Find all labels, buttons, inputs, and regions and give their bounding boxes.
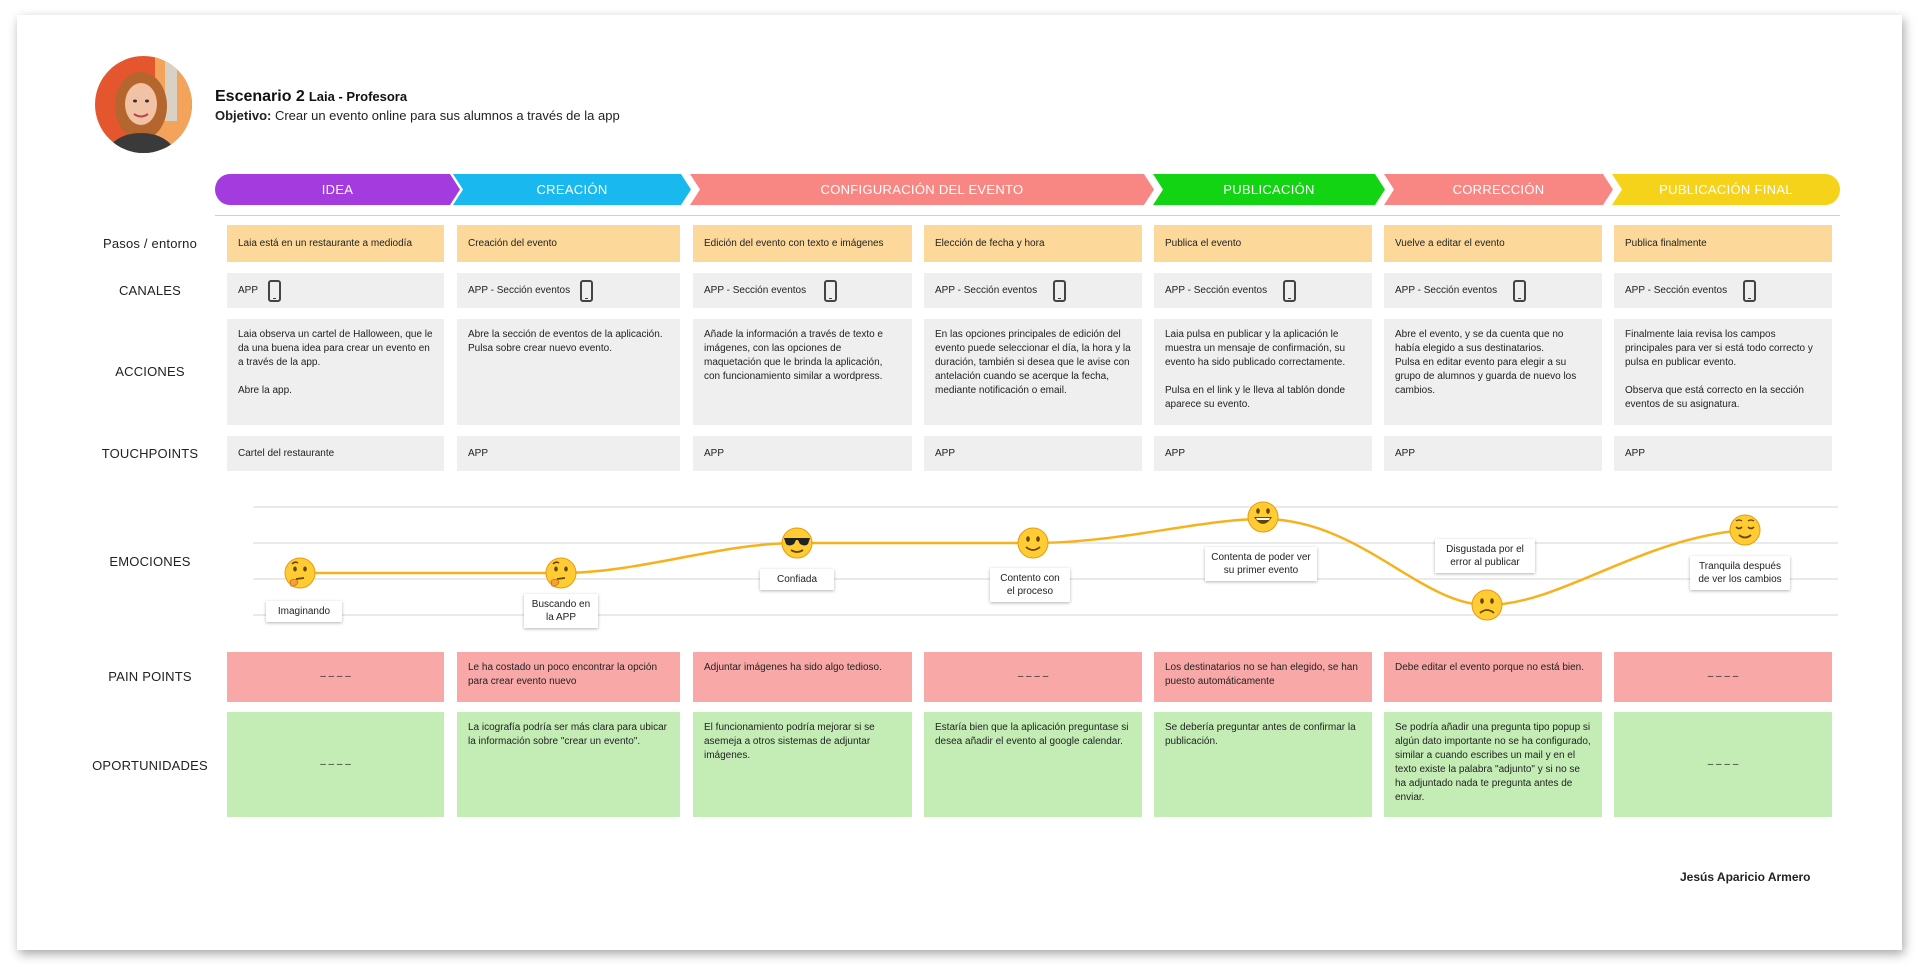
channel-cell: APP - Sección eventos [924, 273, 1142, 308]
row-label-touchpoints: TOUCHPOINTS [101, 446, 199, 461]
smartphone-icon [580, 279, 594, 302]
step-cell: Edición del evento con texto e imágenes [693, 225, 912, 262]
action-cell: Abre la sección de eventos de la aplicac… [457, 319, 680, 425]
frowning-face-icon [1471, 589, 1503, 621]
channel-cell: APP - Sección eventos [693, 273, 912, 308]
phase-creacion: CREACIÓN [453, 174, 691, 205]
author-name: Jesús Aparicio Armero [1680, 870, 1811, 884]
row-label-steps: Pasos / entorno [102, 236, 198, 251]
action-cell: Abre el evento, y se da cuenta que no ha… [1384, 319, 1602, 425]
touchpoint-cell: APP [1614, 436, 1832, 471]
smartphone-icon [824, 279, 838, 302]
opportunity-cell: Se podría añadir una pregunta tipo popup… [1384, 712, 1602, 817]
emotion-label: Disgustada por el error al publicar [1435, 539, 1535, 573]
smartphone-icon [1513, 279, 1527, 302]
step-cell: Vuelve a editar el evento [1384, 225, 1602, 262]
step-cell: Elección de fecha y hora [924, 225, 1142, 262]
thinking-face-icon [545, 557, 577, 589]
pain-point-cell: – – – – [1614, 652, 1832, 702]
sunglasses-face-icon [781, 527, 813, 559]
touchpoint-cell: APP [1154, 436, 1372, 471]
phase-publicacion-final: PUBLICACIÓN FINAL [1612, 174, 1840, 205]
channel-cell: APP - Sección eventos [457, 273, 680, 308]
row-label-opportunities: OPORTUNIDADES [92, 758, 208, 773]
channel-cell: APP - Sección eventos [1614, 273, 1832, 308]
relieved-face-icon [1729, 514, 1761, 546]
smartphone-icon [268, 279, 282, 302]
scenario-objective: Objetivo: Crear un evento online para su… [215, 108, 620, 123]
persona-avatar [95, 56, 192, 153]
row-label-pain-points: PAIN POINTS [108, 669, 192, 684]
pain-point-cell: Debe editar el evento porque no está bie… [1384, 652, 1602, 702]
opportunity-cell: La icografía podría ser más clara para u… [457, 712, 680, 817]
smartphone-icon [1053, 279, 1067, 302]
emotion-label: Confiada [760, 569, 834, 590]
smiling-face-icon [1017, 527, 1049, 559]
emotion-label: Contenta de poder ver su primer evento [1205, 547, 1317, 581]
phase-configuracion: CONFIGURACIÓN DEL EVENTO [690, 174, 1154, 205]
opportunity-cell: El funcionamiento podría mejorar si se a… [693, 712, 912, 817]
step-cell: Creación del evento [457, 225, 680, 262]
divider [215, 215, 1840, 216]
action-cell: Añade la información a través de texto e… [693, 319, 912, 425]
action-cell: Laia observa un cartel de Halloween, que… [227, 319, 444, 425]
smartphone-icon [1283, 279, 1297, 302]
phase-idea: IDEA [215, 174, 460, 205]
touchpoint-cell: APP [693, 436, 912, 471]
row-label-actions: ACCIONES [115, 364, 185, 379]
phase-publicacion: PUBLICACIÓN [1153, 174, 1385, 205]
channel-cell: APP [227, 273, 444, 308]
emotion-label: Tranquila después de ver los cambios [1690, 556, 1790, 590]
thinking-face-icon [284, 557, 316, 589]
step-cell: Laia está en un restaurante a mediodía [227, 225, 444, 262]
opportunity-cell: Se debería preguntar antes de confirmar … [1154, 712, 1372, 817]
emotion-label: Imaginando [266, 601, 342, 622]
touchpoint-cell: Cartel del restaurante [227, 436, 444, 471]
opportunity-cell: – – – – [1614, 712, 1832, 817]
touchpoint-cell: APP [1384, 436, 1602, 471]
pain-point-cell: – – – – [227, 652, 444, 702]
smartphone-icon [1743, 279, 1757, 302]
grinning-face-icon [1247, 501, 1279, 533]
touchpoint-cell: APP [457, 436, 680, 471]
channel-cell: APP - Sección eventos [1384, 273, 1602, 308]
phase-correccion: CORRECCIÓN [1384, 174, 1613, 205]
row-label-emotions: EMOCIONES [109, 554, 191, 569]
row-label-channels: CANALES [118, 283, 182, 298]
action-cell: Laia pulsa en publicar y la aplicación l… [1154, 319, 1372, 425]
emotion-label: Contento con el proceso [990, 568, 1070, 602]
step-cell: Publica finalmente [1614, 225, 1832, 262]
touchpoint-cell: APP [924, 436, 1142, 471]
opportunity-cell: Estaría bien que la aplicación preguntas… [924, 712, 1142, 817]
action-cell: En las opciones principales de edición d… [924, 319, 1142, 425]
pain-point-cell: Adjuntar imágenes ha sido algo tedioso. [693, 652, 912, 702]
channel-cell: APP - Sección eventos [1154, 273, 1372, 308]
opportunity-cell: – – – – [227, 712, 444, 817]
pain-point-cell: Le ha costado un poco encontrar la opció… [457, 652, 680, 702]
step-cell: Publica el evento [1154, 225, 1372, 262]
pain-point-cell: – – – – [924, 652, 1142, 702]
pain-point-cell: Los destinatarios no se han elegido, se … [1154, 652, 1372, 702]
action-cell: Finalmente laia revisa los campos princi… [1614, 319, 1832, 425]
emotion-label: Buscando en la APP [524, 594, 598, 628]
